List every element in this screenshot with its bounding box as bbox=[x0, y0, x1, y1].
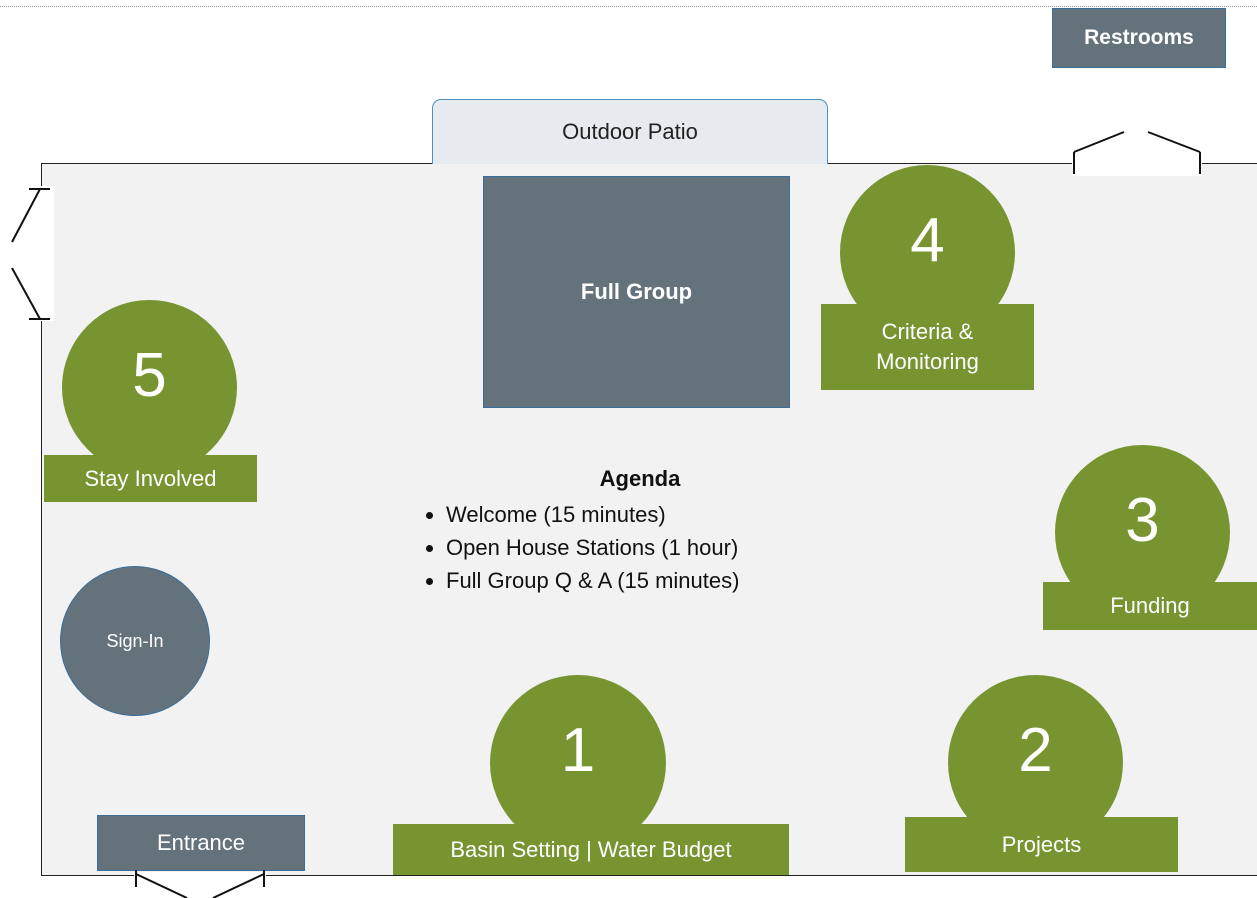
top-dotted-divider bbox=[0, 6, 1257, 7]
station-2-label: Projects bbox=[905, 817, 1178, 872]
agenda: Agenda Welcome (15 minutes) Open House S… bbox=[400, 466, 840, 597]
agenda-item: Full Group Q & A (15 minutes) bbox=[446, 564, 840, 597]
station-1-number: 1 bbox=[560, 716, 596, 785]
agenda-item: Open House Stations (1 hour) bbox=[446, 531, 840, 564]
entrance-area: Entrance bbox=[97, 815, 305, 871]
station-5-number: 5 bbox=[132, 341, 167, 410]
station-4-number: 4 bbox=[910, 206, 945, 275]
station-2-number: 2 bbox=[1018, 716, 1053, 785]
station-3-number: 3 bbox=[1125, 486, 1160, 555]
station-3-label: Funding bbox=[1043, 582, 1257, 630]
agenda-list: Welcome (15 minutes) Open House Stations… bbox=[400, 498, 840, 597]
station-5-circle: 5 bbox=[62, 300, 237, 475]
station-1-label: Basin Setting | Water Budget bbox=[393, 824, 789, 875]
sign-in-area: Sign-In bbox=[60, 566, 210, 716]
station-5-label: Stay Involved bbox=[44, 455, 257, 502]
outdoor-patio: Outdoor Patio bbox=[432, 99, 828, 164]
agenda-title: Agenda bbox=[599, 466, 681, 491]
restrooms-area: Restrooms bbox=[1052, 8, 1226, 68]
full-group-area: Full Group bbox=[483, 176, 790, 408]
station-4-label: Criteria & Monitoring bbox=[821, 304, 1034, 390]
agenda-item: Welcome (15 minutes) bbox=[446, 498, 840, 531]
station-1-circle: 1 bbox=[490, 675, 666, 851]
